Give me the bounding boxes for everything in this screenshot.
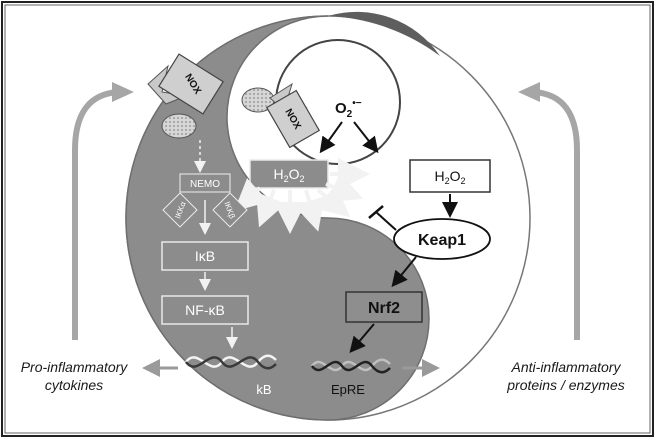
nfkb-box	[161, 295, 249, 325]
ikb-label: IκB	[195, 248, 215, 264]
nox-complex-2: NOX	[241, 82, 321, 149]
h2o2-left-box	[249, 159, 329, 189]
right-up-arrowhead	[518, 82, 540, 102]
left-up-arrow	[72, 89, 119, 340]
superoxide-label: O2•−	[335, 98, 362, 120]
arrow-superoxide-to-right	[353, 121, 379, 154]
dark-rim	[328, 11, 440, 56]
kb-site-label: kB	[256, 382, 271, 397]
inhibition-bar	[368, 205, 384, 219]
inhibition-line	[375, 211, 397, 231]
h2o2-diffusion-arrows	[234, 158, 370, 234]
keap1-label: Keap1	[418, 232, 466, 249]
nrf2-box	[345, 291, 423, 323]
pro-inflammatory-line2: cytokines	[45, 377, 103, 393]
arrow-keap1-to-nrf2	[391, 256, 417, 288]
arrow-superoxide-to-h2o2	[319, 121, 343, 154]
left-up-arrowhead	[112, 82, 134, 102]
ikka-box	[162, 192, 198, 228]
nemo-label: NEMO	[190, 179, 220, 190]
nox-complex-1: NOX	[147, 53, 224, 139]
anti-inflammatory-line2: proteins / enzymes	[506, 377, 625, 393]
h2o2-right-box	[409, 159, 491, 193]
keap1-ellipse	[393, 218, 491, 260]
p22phox-dotted-1	[161, 113, 197, 139]
h2o2-left-label: H2O2	[273, 166, 304, 184]
epre-dna-helix	[310, 358, 391, 374]
nfkb-label: NF-κB	[185, 302, 225, 318]
inner-frame	[4, 4, 651, 434]
nrf2-label: Nrf2	[368, 300, 400, 317]
arrow-nrf2-to-epre	[349, 323, 375, 354]
nemo-box	[179, 173, 231, 193]
epre-label: EpRE	[331, 382, 365, 397]
anti-inflammatory-line1: Anti-inflammatory	[511, 359, 622, 375]
ikkb-box	[212, 192, 248, 228]
h2o2-right-label: H2O2	[434, 168, 465, 186]
ikb-box	[161, 241, 249, 271]
right-up-arrow	[533, 89, 580, 340]
kb-dna-helix	[185, 354, 277, 370]
pro-inflammatory-line1: Pro-inflammatory	[21, 359, 129, 375]
